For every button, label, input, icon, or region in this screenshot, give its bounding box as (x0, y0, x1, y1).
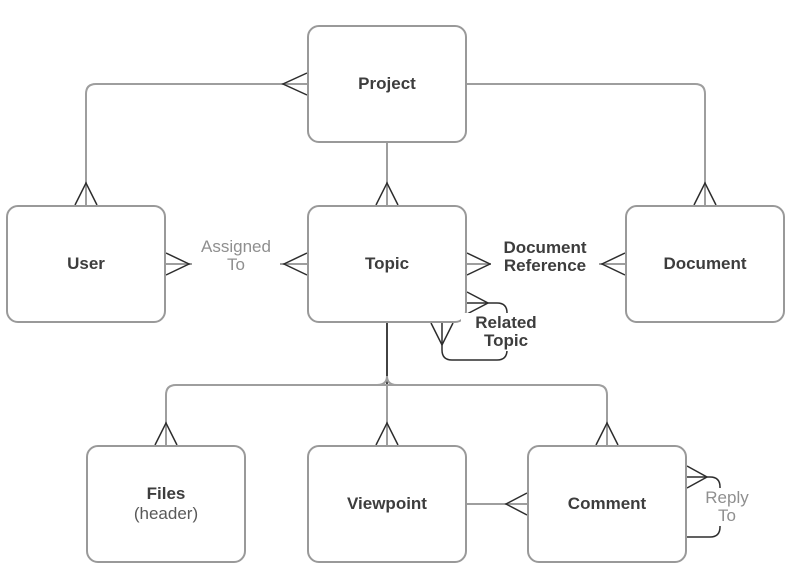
entity-comment-label: Comment (567, 494, 647, 513)
entity-user[interactable]: User (6, 205, 166, 323)
crow-foot-viewpoint-top (375, 421, 399, 446)
entity-comment[interactable]: Comment (527, 445, 687, 563)
edge-viewpoint-comment[interactable] (467, 492, 528, 516)
entity-topic[interactable]: Topic (307, 205, 467, 323)
entity-project[interactable]: Project (307, 25, 467, 143)
crow-foot-comment-left (504, 492, 528, 516)
entity-files-label: Files (146, 484, 186, 503)
entity-user-label: User (67, 254, 105, 273)
edge-label-assigned-to[interactable]: Assigned To (192, 237, 280, 275)
edge-label-related-topic[interactable]: Related Topic (461, 313, 551, 351)
connector-line (467, 83, 706, 205)
connector-line (441, 302, 508, 361)
entity-document[interactable]: Document (625, 205, 785, 323)
entity-topic-label: Topic (364, 254, 410, 273)
entity-files[interactable]: Files (header) (86, 445, 246, 563)
crow-foot-topic-right-lower (466, 291, 490, 315)
edge-project-topic[interactable] (375, 143, 399, 206)
edge-project-document[interactable] (467, 83, 717, 206)
crow-foot-comment-top (595, 421, 619, 446)
entity-viewpoint-label: Viewpoint (347, 494, 427, 513)
edge-topic-children[interactable] (154, 323, 619, 446)
entity-viewpoint[interactable]: Viewpoint (307, 445, 467, 563)
edge-label-document-reference[interactable]: Document Reference (491, 238, 599, 276)
crow-foot-user-top (74, 181, 98, 206)
crow-foot-topic-bottom (430, 322, 454, 347)
crow-foot-topic-left (282, 252, 308, 276)
crow-foot-files-top (154, 421, 178, 446)
crow-foot-topic-top (375, 181, 399, 206)
crow-foot-project-left (281, 72, 308, 96)
crow-foot-topic-right (466, 252, 492, 276)
junction-fillet-right (386, 375, 398, 386)
junction-fillet-left (376, 375, 388, 386)
entity-files-sublabel: (header) (133, 504, 199, 523)
crow-foot-document-left (600, 252, 626, 276)
edge-topic-self-related[interactable] (430, 291, 508, 361)
entity-project-label: Project (358, 74, 416, 93)
entity-document-label: Document (663, 254, 747, 273)
crow-foot-comment-right (686, 465, 709, 489)
edge-user-project[interactable] (74, 72, 308, 206)
edge-label-reply-to[interactable]: Reply To (699, 488, 755, 526)
crow-foot-document-top (693, 181, 717, 206)
connector-line (85, 83, 307, 205)
crow-foot-user-right (165, 252, 191, 276)
